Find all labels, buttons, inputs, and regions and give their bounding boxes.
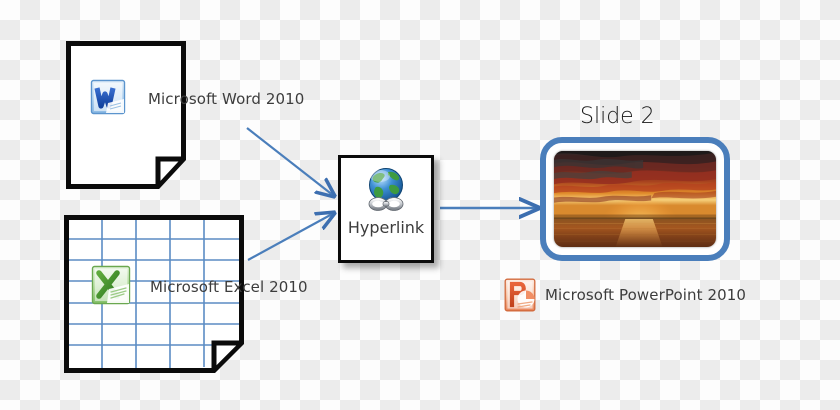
- word-document-node[interactable]: Microsoft Word 2010: [66, 41, 304, 189]
- hyperlink-label: Hyperlink: [347, 218, 425, 237]
- slide-frame[interactable]: [540, 137, 730, 261]
- powerpoint-caption[interactable]: Microsoft PowerPoint 2010: [504, 278, 746, 312]
- excel-document-label: Microsoft Excel 2010: [150, 278, 308, 296]
- word-document-label: Microsoft Word 2010: [148, 90, 305, 108]
- globe-chain-link-icon: [368, 168, 404, 211]
- powerpoint-caption-label: Microsoft PowerPoint 2010: [545, 286, 747, 304]
- powerpoint-2010-icon: [504, 278, 536, 312]
- hyperlink-node[interactable]: Hyperlink: [338, 155, 434, 263]
- excel-document-node[interactable]: Microsoft Excel 2010: [64, 215, 308, 373]
- word-2010-icon: [90, 79, 126, 115]
- slide-title: Slide 2: [580, 104, 655, 129]
- connector-excel-to-hyperlink: [247, 213, 334, 261]
- connector-word-to-hyperlink: [246, 127, 334, 196]
- sunset-ocean-photo: [554, 151, 716, 247]
- excel-2010-icon: [91, 265, 131, 305]
- page-shape: [66, 41, 186, 189]
